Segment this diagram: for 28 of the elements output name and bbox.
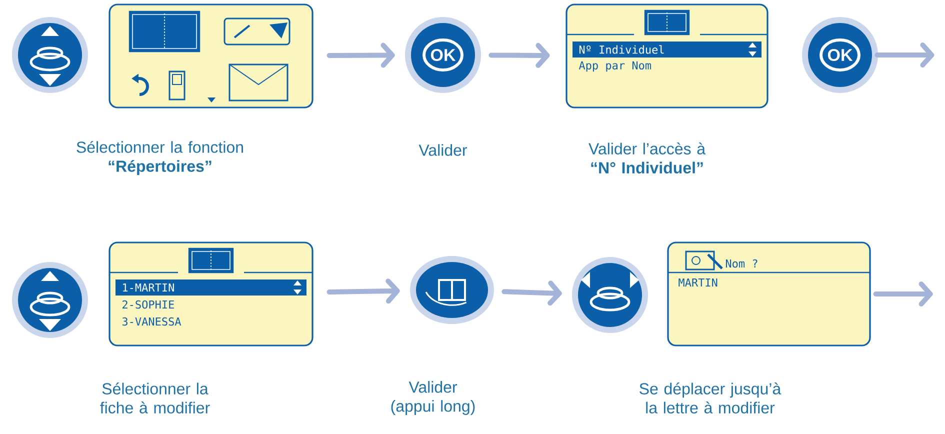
arrow [488, 42, 550, 68]
arrow [874, 42, 934, 68]
arrow [326, 42, 395, 68]
edit-screen [667, 242, 871, 346]
navigation-button [12, 17, 88, 93]
step-caption: Se déplacer jusqu’à la lettre à modifier [640, 382, 782, 414]
screen-title: Nom ? [726, 259, 758, 268]
menu-screen [108, 242, 314, 346]
menu-screen [566, 4, 768, 108]
menu-item: 2-SOPHIE [122, 300, 174, 309]
arrow [873, 282, 933, 306]
step-caption: Valider l’accès à “N° Individuel” [588, 142, 706, 174]
navigation-button [572, 257, 648, 333]
ok-button: OK [405, 17, 481, 93]
menu-item: App par Nom [578, 61, 651, 72]
arrow [326, 278, 400, 304]
directory-button [410, 256, 494, 324]
step-caption: Valider (appui long) [391, 381, 475, 415]
menu-item: 3-VANESSA [122, 317, 182, 326]
step-caption: Sélectionner la fonction “Répertoires” [76, 140, 243, 176]
step-caption: Valider [418, 144, 468, 156]
arrow [502, 280, 562, 306]
menu-item: Nº Individuel [579, 45, 664, 54]
menu-item: 1-MARTIN [123, 284, 174, 292]
step-caption: Sélectionner la fiche à modifier [100, 382, 210, 414]
entry-text: MARTIN [678, 278, 718, 287]
ok-button: OK [802, 17, 878, 93]
navigation-button [12, 262, 88, 338]
